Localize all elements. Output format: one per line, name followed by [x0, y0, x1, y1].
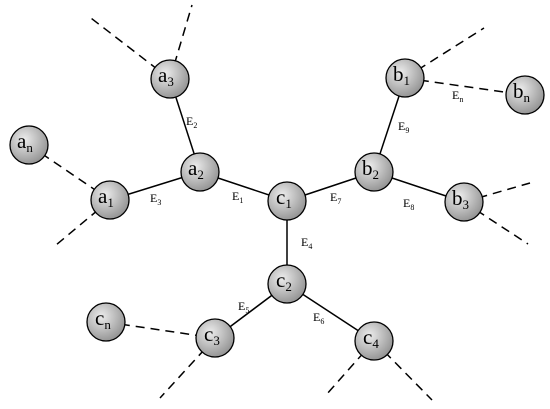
edge-label-e5: E5 [238, 299, 249, 315]
edge-label-e2: E2 [186, 114, 197, 130]
node-b1: b1 [385, 58, 425, 98]
edge-label-e4: E4 [301, 235, 312, 251]
dashed-c3-down-left [159, 337, 216, 399]
edge-label-en: En [452, 88, 463, 104]
node-an: an [9, 125, 49, 165]
node-circle [444, 182, 484, 222]
node-circle [267, 264, 307, 304]
node-c2: c2 [267, 264, 307, 304]
node-b3: b3 [444, 182, 484, 222]
nodes: a1 a2 a3 an b1 b2 b3 bn [9, 58, 545, 361]
node-circle [505, 75, 545, 115]
node-label: b2 [362, 156, 379, 182]
dashed-b1-bn [404, 77, 526, 96]
node-c4: c4 [354, 321, 394, 361]
edge-label-e9: E9 [398, 119, 409, 135]
node-circle [86, 302, 126, 342]
node-label: c4 [363, 325, 379, 351]
node-a3: a3 [150, 59, 190, 99]
edge-label-e1: E1 [232, 189, 243, 205]
dashed-b3-right [463, 182, 531, 203]
dashed-c4-down-left [325, 340, 375, 396]
edge-label-e8: E8 [403, 196, 414, 212]
node-c1: c1 [267, 181, 307, 221]
node-label: b3 [452, 186, 469, 212]
node-label: c3 [204, 322, 220, 348]
node-circle [180, 152, 220, 192]
node-a2: a2 [180, 152, 220, 192]
node-circle [195, 318, 235, 358]
node-circle [385, 58, 425, 98]
node-label: cn [95, 306, 111, 332]
node-label: bn [513, 79, 531, 105]
node-label: c1 [276, 185, 292, 211]
dashed-a3-up-right [169, 4, 193, 80]
node-c3: c3 [195, 318, 235, 358]
node-b2: b2 [354, 152, 394, 192]
node-label: a1 [98, 184, 114, 210]
node-circle [354, 152, 394, 192]
node-circle [267, 181, 307, 221]
node-label: c2 [276, 268, 292, 294]
node-cn: cn [86, 302, 126, 342]
edge-label-e3: E3 [150, 191, 161, 207]
edge-label-e6: E6 [313, 310, 324, 326]
node-label: a3 [158, 63, 174, 89]
node-label: b1 [393, 62, 410, 88]
dashed-c4-down-right [373, 340, 433, 401]
node-circle [90, 180, 130, 220]
edge-label-e7: E7 [330, 190, 341, 206]
node-circle [9, 125, 49, 165]
node-label: a2 [188, 156, 204, 182]
node-circle [150, 59, 190, 99]
node-label: an [17, 129, 33, 155]
edge-labels: E1 E2 E3 E4 E5 E6 E7 E8 E9 En [150, 88, 463, 326]
dashed-b3-down-right [463, 201, 529, 245]
node-bn: bn [505, 75, 545, 115]
node-a1: a1 [90, 180, 130, 220]
node-circle [354, 321, 394, 361]
dashed-a1-down-left [55, 199, 111, 246]
